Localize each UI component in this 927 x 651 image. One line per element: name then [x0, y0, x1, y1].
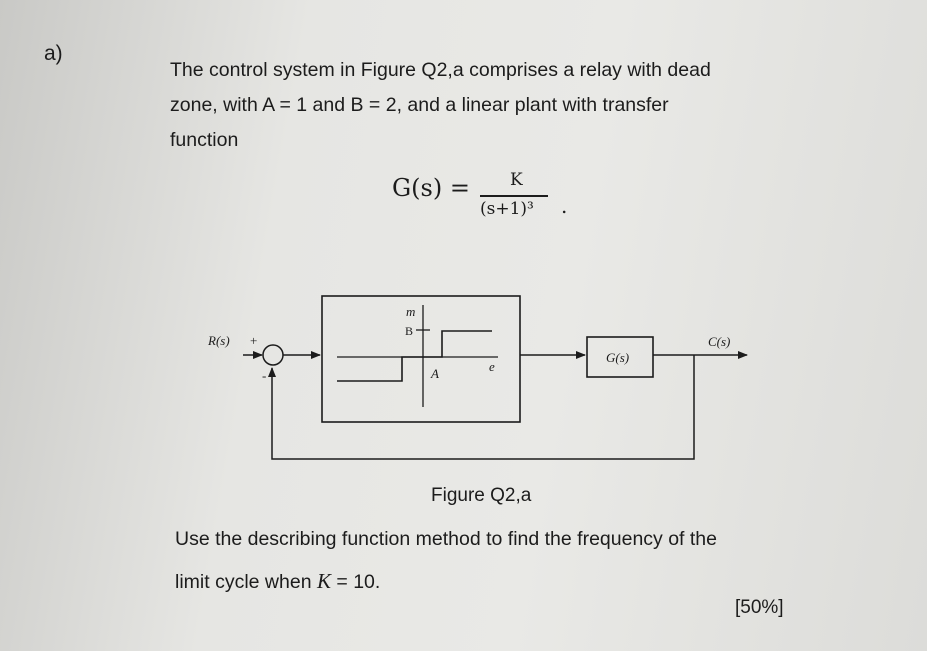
task-line-2-variable: K	[316, 569, 331, 593]
task-line-1: Use the describing function method to fi…	[175, 528, 718, 550]
relay-characteristic	[337, 330, 492, 382]
task-line-2-suffix: = 10.	[330, 571, 381, 593]
equation-period: .	[561, 194, 568, 218]
relay-m-label: m	[406, 304, 415, 319]
problem-line-2: zone, with A = 1 and B = 2, and a linear…	[170, 94, 669, 116]
fraction-bar	[480, 195, 548, 197]
task-line-2-prefix: limit cycle when	[175, 571, 317, 593]
problem-line-1: The control system in Figure Q2,a compri…	[170, 59, 711, 81]
relay-e-label: e	[489, 359, 495, 374]
part-label: a)	[44, 42, 63, 65]
relay-b-label: B	[405, 324, 413, 338]
equation-denominator: (s+1)³	[480, 199, 534, 219]
relay-a-label: A	[430, 366, 439, 381]
marks-weight: [50%]	[735, 597, 784, 618]
input-label: R(s)	[207, 333, 230, 348]
minus-sign: -	[262, 368, 266, 383]
relay-block	[321, 295, 521, 423]
problem-statement: The control system in Figure Q2,a compri…	[170, 53, 780, 158]
plus-sign: +	[250, 333, 257, 348]
output-label: C(s)	[708, 334, 730, 349]
figure-caption: Figure Q2,a	[431, 485, 532, 506]
equation-lhs: G(s) =	[392, 174, 470, 202]
summing-junction	[262, 344, 284, 366]
problem-line-3: function	[170, 129, 239, 151]
task-line-2: limit cycle when K = 10.	[175, 560, 815, 603]
task-statement: Use the describing function method to fi…	[175, 518, 815, 603]
plant-label: G(s)	[606, 350, 629, 365]
feedback-path	[268, 355, 695, 460]
equation-numerator: K	[510, 170, 523, 190]
plant-block	[586, 336, 654, 378]
